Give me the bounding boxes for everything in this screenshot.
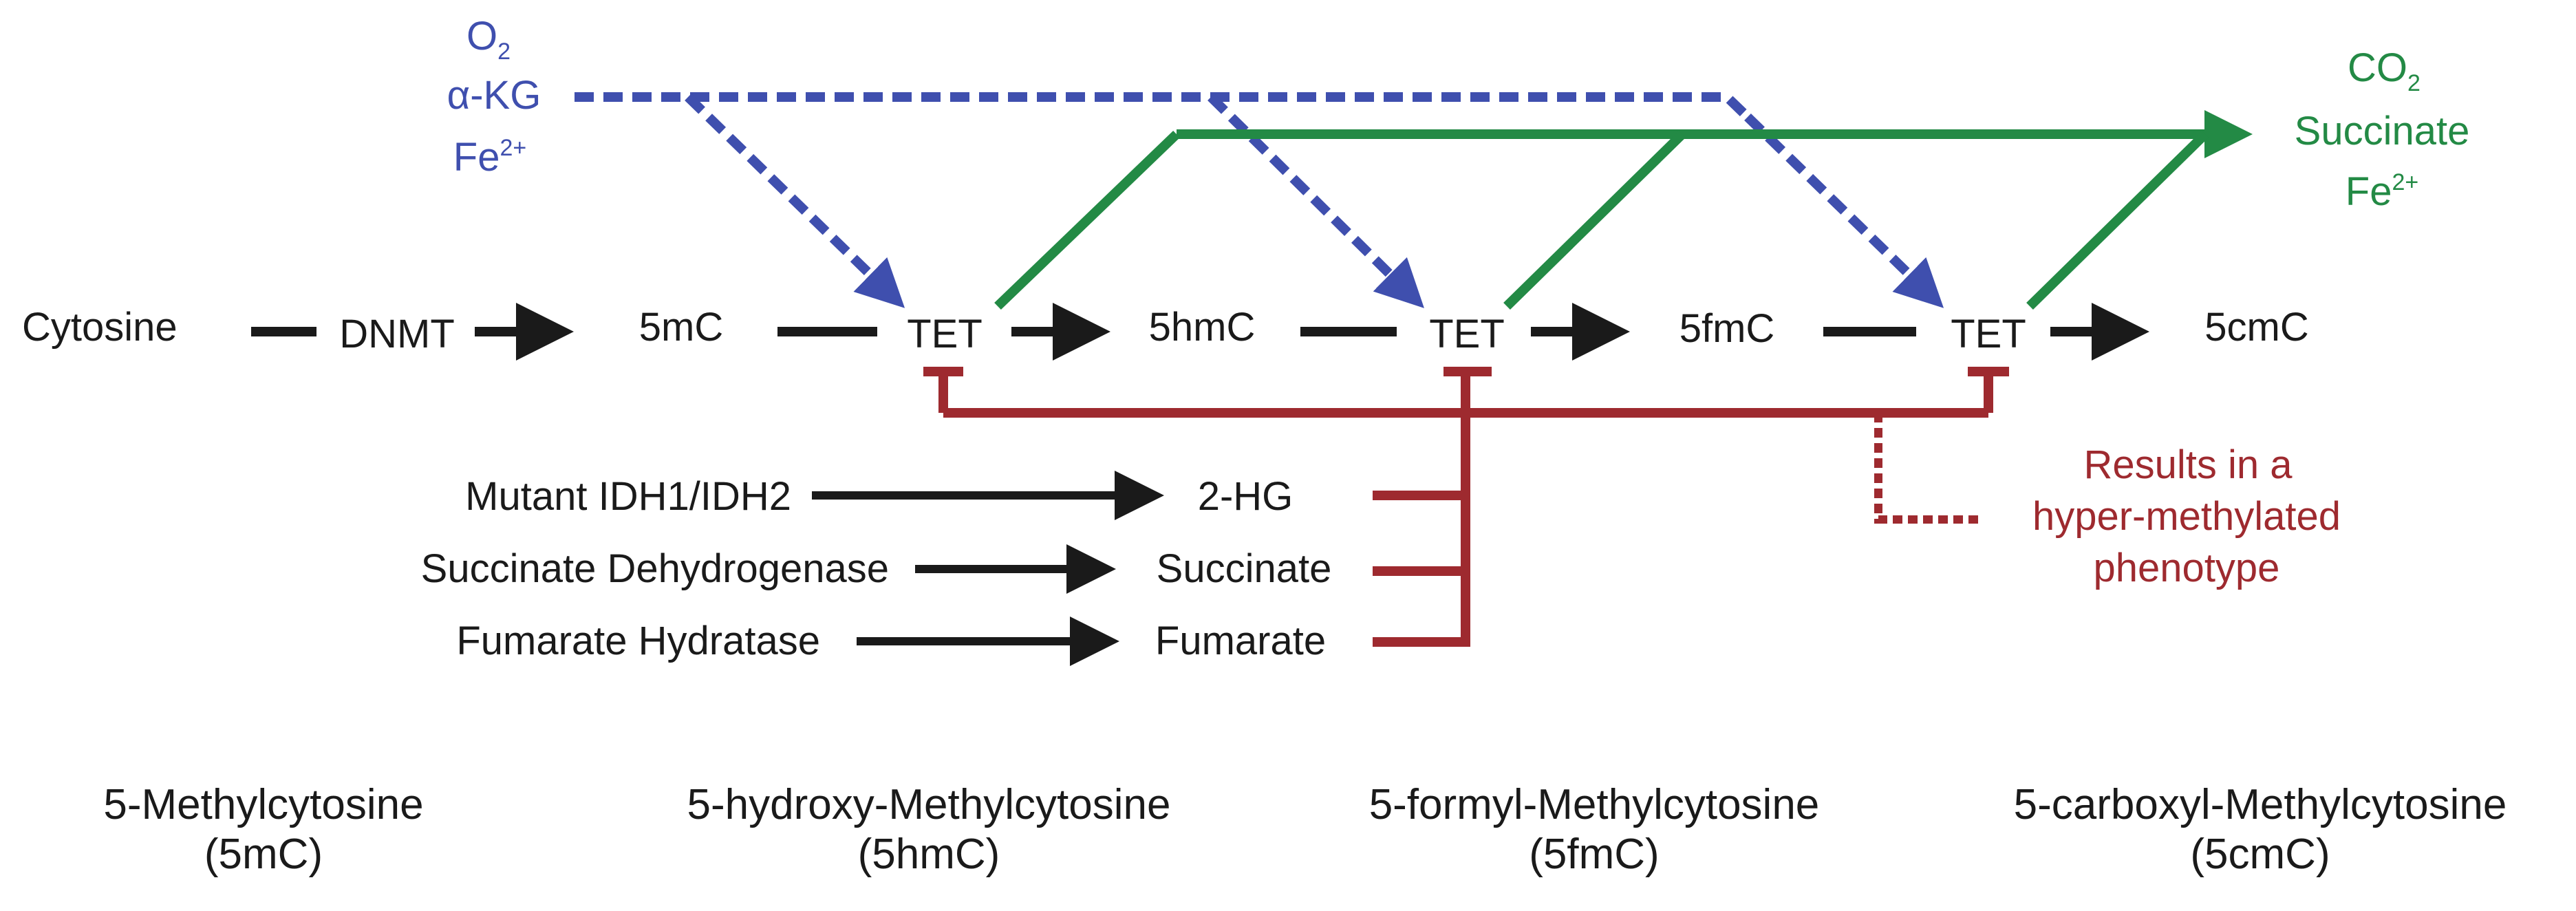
byproduct-outputs: CO2 Succinate Fe2+: [2295, 45, 2470, 214]
inhibitor-arrows: [812, 471, 1164, 666]
label-succinate: Succinate: [1157, 546, 1332, 591]
result-note: Results in a hyper-methylated phenotype: [2032, 442, 2341, 590]
bottom-name-5cmc: 5-carboxyl-Methylcytosine: [2014, 781, 2507, 828]
byproduct-lines: [994, 110, 2253, 310]
cofactor-inputs: O2 α-KG Fe2+: [447, 14, 541, 180]
byproduct-branch-tet3: [2026, 131, 2209, 310]
label-sdh: Succinate Dehydrogenase: [421, 546, 889, 591]
label-mutant-idh: Mutant IDH1/IDH2: [465, 474, 791, 519]
label-fumarate: Fumarate: [1155, 619, 1326, 663]
label-5fmc: 5fmC: [1679, 306, 1775, 351]
byproduct-branch-tet1: [994, 130, 1180, 310]
label-dnmt: DNMT: [339, 312, 455, 356]
cofactor-arrow-tet3: [1744, 113, 1944, 308]
pathway-labels: Cytosine DNMT 5mC TET 5hmC TET 5fmC TET …: [22, 305, 2309, 356]
input-alpha-kg: α-KG: [447, 73, 541, 118]
label-5cmc: 5cmC: [2204, 305, 2308, 350]
inhibitor-sources: Mutant IDH1/IDH2 2-HG Succinate Dehydrog…: [421, 474, 1332, 663]
label-5hmc: 5hmC: [1149, 305, 1256, 350]
cofactor-arrow-tet2: [1208, 94, 1424, 308]
inhibition-bracket: [923, 367, 2009, 647]
bottom-abbr-5fmc: (5fmC): [1529, 830, 1659, 878]
output-co2: CO2: [2348, 45, 2421, 96]
input-iron: Fe2+: [453, 135, 526, 180]
cofactor-dashed-lines: [575, 92, 1944, 308]
bottom-abbr-5hmc: (5hmC): [858, 830, 1000, 878]
byproduct-branch-tet2: [1503, 131, 1686, 310]
cofactor-arrow-tet1: [685, 93, 905, 308]
bottom-name-5mc: 5-Methylcytosine: [103, 781, 423, 828]
result-line3: phenotype: [2094, 546, 2280, 590]
bottom-abbr-5mc: (5mC): [204, 830, 323, 878]
label-fh: Fumarate Hydratase: [456, 619, 820, 663]
label-2hg: 2-HG: [1198, 474, 1294, 519]
label-tet-3: TET: [1951, 312, 2026, 356]
output-iron: Fe2+: [2346, 169, 2418, 214]
label-tet-1: TET: [907, 312, 983, 356]
bottom-name-5fmc: 5-formyl-Methylcytosine: [1369, 781, 1820, 828]
result-line1: Results in a: [2083, 442, 2293, 487]
label-cytosine: Cytosine: [22, 305, 178, 350]
bottom-name-5hmc: 5-hydroxy-Methylcytosine: [687, 781, 1171, 828]
result-line2: hyper-methylated: [2032, 494, 2341, 539]
label-5mc: 5mC: [639, 305, 723, 350]
label-tet-2: TET: [1429, 312, 1505, 356]
result-dotted-line: [1874, 413, 1982, 524]
output-succinate: Succinate: [2295, 109, 2470, 153]
bottom-legend: 5-Methylcytosine (5mC) 5-hydroxy-Methylc…: [103, 781, 2507, 878]
bottom-abbr-5cmc: (5cmC): [2190, 830, 2330, 878]
input-oxygen: O2: [466, 14, 511, 65]
cofactor-trunk-line: [575, 92, 1751, 121]
